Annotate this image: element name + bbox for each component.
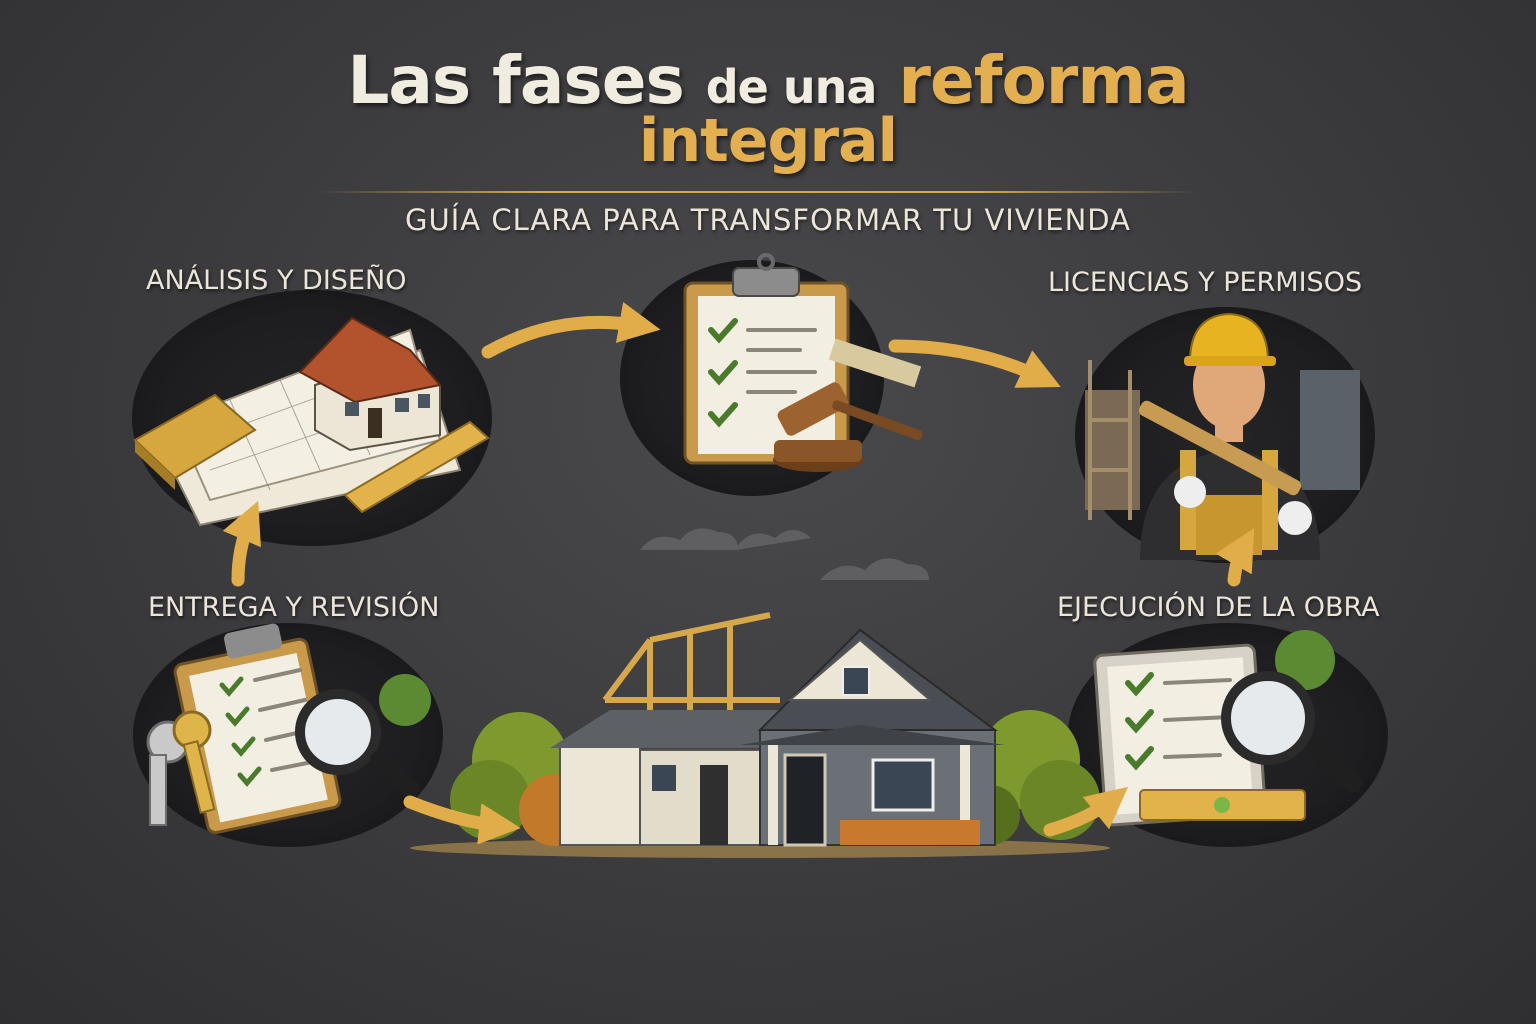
construction-worker-icon <box>1085 312 1360 560</box>
subtitle: GUÍA CLARA PARA TRANSFORMAR TU VIVIENDA <box>405 203 1131 237</box>
house-blueprint-icon <box>133 316 490 527</box>
keys-checklist-icon <box>146 623 431 835</box>
arrow-phase3-from-house <box>1043 786 1129 837</box>
phase-label-delivery: ENTREGA Y REVISIÓN <box>148 592 440 623</box>
phase-label-permits: LICENCIAS Y PERMISOS <box>1048 267 1363 298</box>
arrow-phase2-to-phase3 <box>1215 527 1255 587</box>
title-part2: de una <box>705 60 878 114</box>
inspection-clipboard-icon <box>1093 630 1364 827</box>
renovated-house-icon <box>410 528 1110 858</box>
arrow-phase1-to-permits <box>481 301 661 359</box>
permit-clipboard-gavel-icon <box>683 253 923 472</box>
arrow-phase4-to-house <box>403 795 521 845</box>
arrow-permits-to-phase2 <box>888 339 1061 388</box>
page-title: Las fases de una reforma <box>0 42 1536 119</box>
flow-arrows <box>222 301 1255 845</box>
arrow-phase4-to-phase1 <box>222 500 261 587</box>
phase-label-execution: EJECUCIÓN DE LA OBRA <box>1057 592 1380 623</box>
title-divider <box>318 191 1198 193</box>
phase-label-analysis: ANÁLISIS Y DISEÑO <box>146 265 407 296</box>
title-part1: Las fases <box>347 42 684 119</box>
title-part3: reforma <box>898 42 1189 119</box>
title-line2: integral <box>638 106 898 176</box>
